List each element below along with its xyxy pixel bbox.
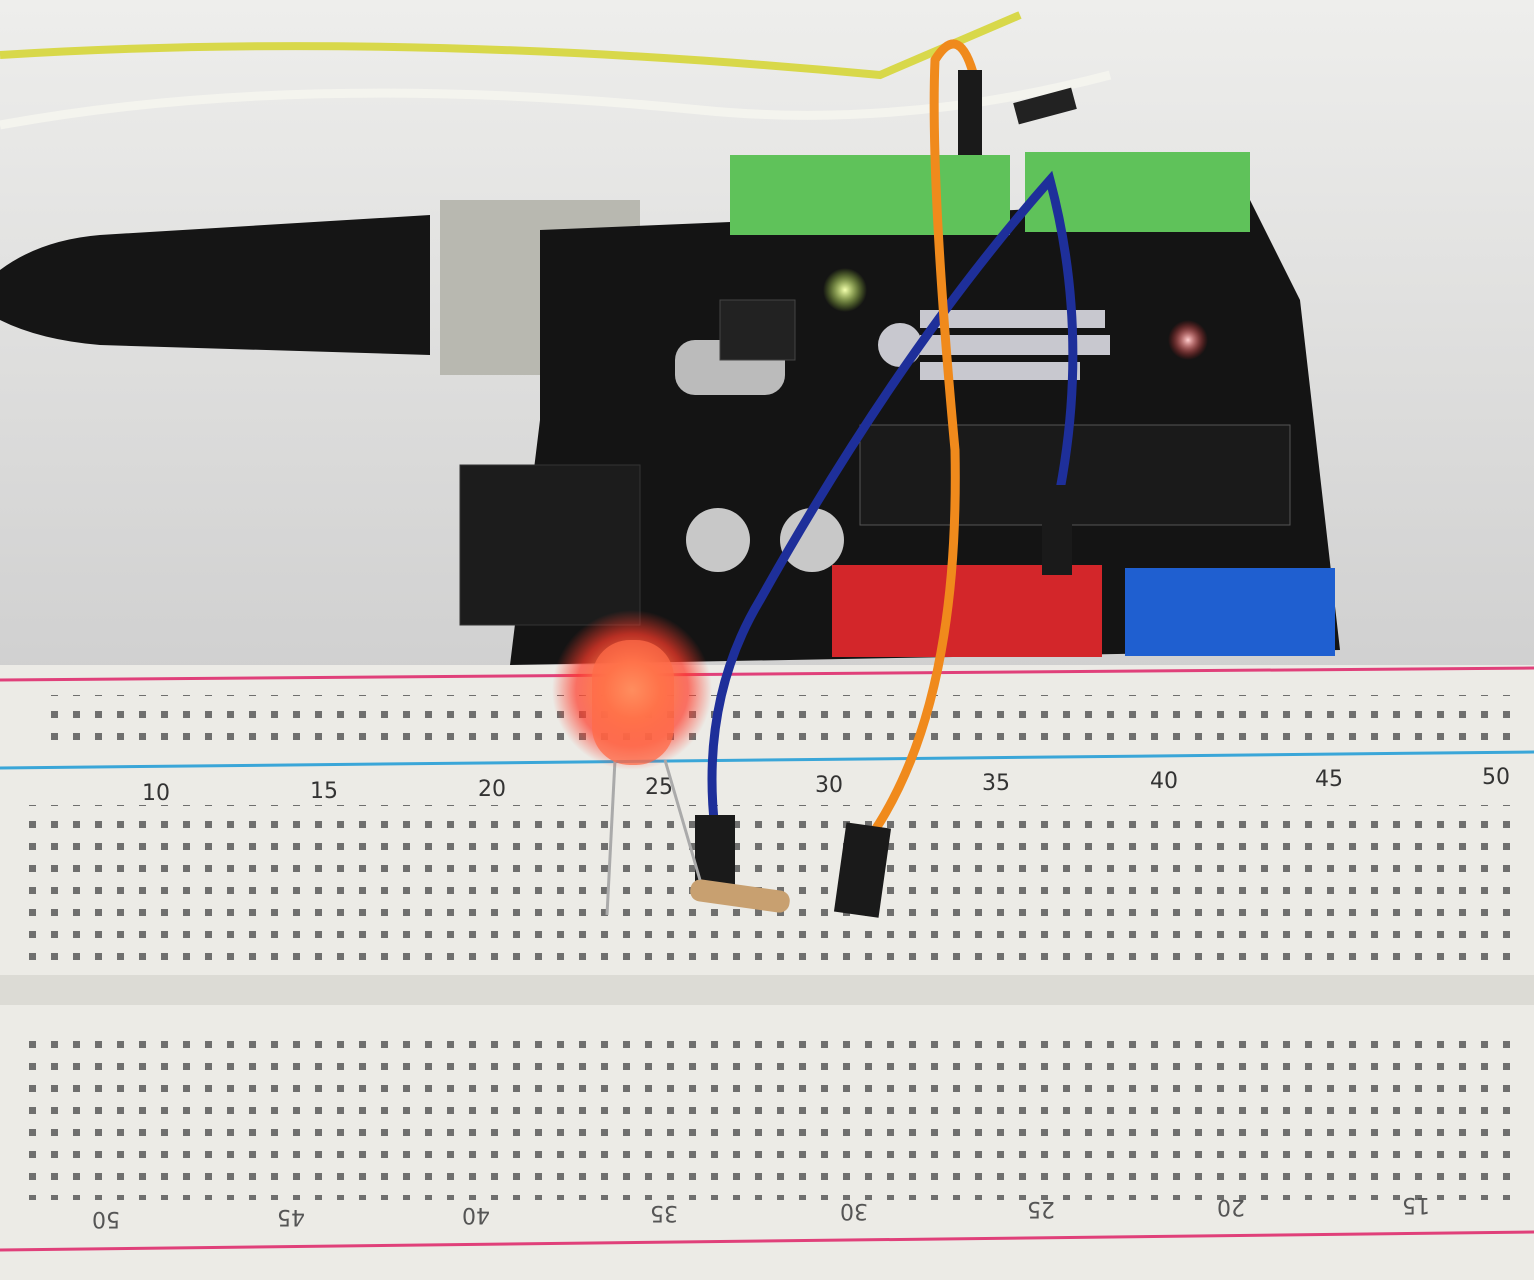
column-number: 50: [92, 1206, 120, 1231]
orange-jumper-wire: [871, 39, 980, 833]
orange-wire-pin: [833, 822, 892, 918]
column-number: 40: [462, 1202, 490, 1227]
column-number: 20: [478, 777, 506, 802]
led-leg: [663, 759, 702, 881]
column-number: 45: [277, 1204, 305, 1229]
column-number: 25: [1027, 1196, 1055, 1221]
led-leg: [605, 759, 617, 916]
column-number: 45: [1315, 767, 1343, 792]
capacitor: [780, 508, 844, 572]
breadboard-bottom-numbers: 50 45 40 35 30 25 20 15: [92, 1192, 1430, 1231]
column-number: 35: [650, 1200, 678, 1225]
orange-wire-pin-top: [958, 70, 982, 155]
rail-red-line-bottom: [0, 1230, 1534, 1252]
microcontroller: [859, 424, 1291, 526]
indicator-led-green: [823, 268, 867, 312]
column-number: 15: [310, 779, 338, 804]
column-number: 20: [1217, 1194, 1245, 1219]
center-channel: [0, 975, 1534, 1005]
power-rail-holes: [40, 695, 1520, 745]
header-green-left: [730, 155, 1010, 235]
blue-wire-pin: [1042, 485, 1072, 575]
rail-blue-line: [0, 750, 1534, 770]
terminal-holes-top: [20, 805, 1520, 960]
column-number: 10: [142, 781, 170, 806]
column-number: 35: [982, 771, 1010, 796]
capacitor: [686, 508, 750, 572]
column-number: 25: [645, 775, 673, 800]
blue-jumper-wire: [707, 170, 1078, 831]
yellow-wire: [0, 11, 1022, 80]
header-blue: [1125, 568, 1335, 656]
resistor: [690, 879, 790, 913]
terminal-holes-bottom: [20, 1030, 1520, 1200]
rail-red-line: [0, 666, 1534, 682]
dc-jack: [459, 464, 641, 626]
breadboard-top-numbers: 10 15 20 25 30 35 40 45 50: [142, 765, 1510, 806]
column-number: 40: [1150, 769, 1178, 794]
column-number: 50: [1482, 765, 1510, 790]
usb-cable: [0, 215, 430, 355]
column-number: 30: [840, 1198, 868, 1223]
led-body: [592, 640, 674, 765]
indicator-led-red: [1168, 320, 1208, 360]
header-red: [832, 565, 1102, 657]
column-number: 30: [815, 773, 843, 798]
column-number: 15: [1402, 1192, 1430, 1217]
chip: [719, 299, 796, 361]
jumper-pin: [1013, 87, 1077, 125]
